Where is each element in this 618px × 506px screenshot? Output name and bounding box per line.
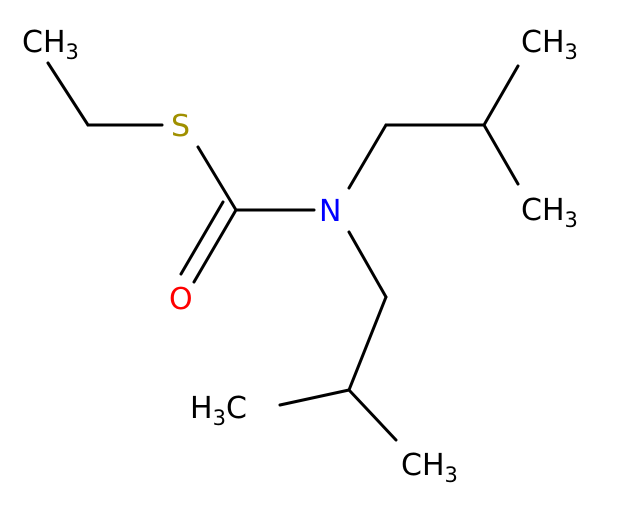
ch3-label-top-left: CH3 <box>22 25 79 64</box>
bond-ch-h3c <box>278 388 351 407</box>
bond-carbonyl-double-a <box>192 208 238 284</box>
ch3-top-left-sub: 3 <box>66 40 79 64</box>
ch3-bottom-right-sub: 3 <box>445 463 458 487</box>
bond-ch-ch3-bottom <box>347 388 398 442</box>
bond-ch3-ch2 <box>46 61 90 127</box>
ch3-mid-right-main: CH <box>521 193 565 228</box>
bond-n-ch2-lower <box>347 230 388 299</box>
bonds <box>46 61 520 442</box>
ch3-top-left-main: CH <box>22 25 66 60</box>
bond-s-carbonyl-c <box>196 145 238 212</box>
oxygen-atom: O <box>169 282 193 317</box>
ch3-mid-right-sub: 3 <box>565 208 578 232</box>
h3c-label-bottom-left: H3C <box>190 391 247 430</box>
bond-ch-ch3-top <box>482 64 520 127</box>
h3c-bottom-left-tail: C <box>226 391 247 426</box>
h3c-bottom-left-main: H <box>190 391 213 426</box>
nitrogen-atom: N <box>319 194 341 229</box>
ch3-label-bottom-right: CH3 <box>401 448 458 487</box>
bond-ch2-ch-lower <box>347 295 388 392</box>
bond-carbonyl-double-b <box>179 200 225 276</box>
bond-ch-ch3-mid <box>482 123 520 186</box>
sulfur-atom: S <box>171 109 190 144</box>
bond-n-ch2-upper <box>347 123 388 190</box>
ch3-top-right-main: CH <box>521 25 565 60</box>
ch3-label-mid-right: CH3 <box>521 193 578 232</box>
h3c-bottom-left-sub: 3 <box>213 406 226 430</box>
ch3-label-top-right: CH3 <box>521 25 578 64</box>
ch3-bottom-right-main: CH <box>401 448 445 483</box>
ch3-top-right-sub: 3 <box>565 40 578 64</box>
